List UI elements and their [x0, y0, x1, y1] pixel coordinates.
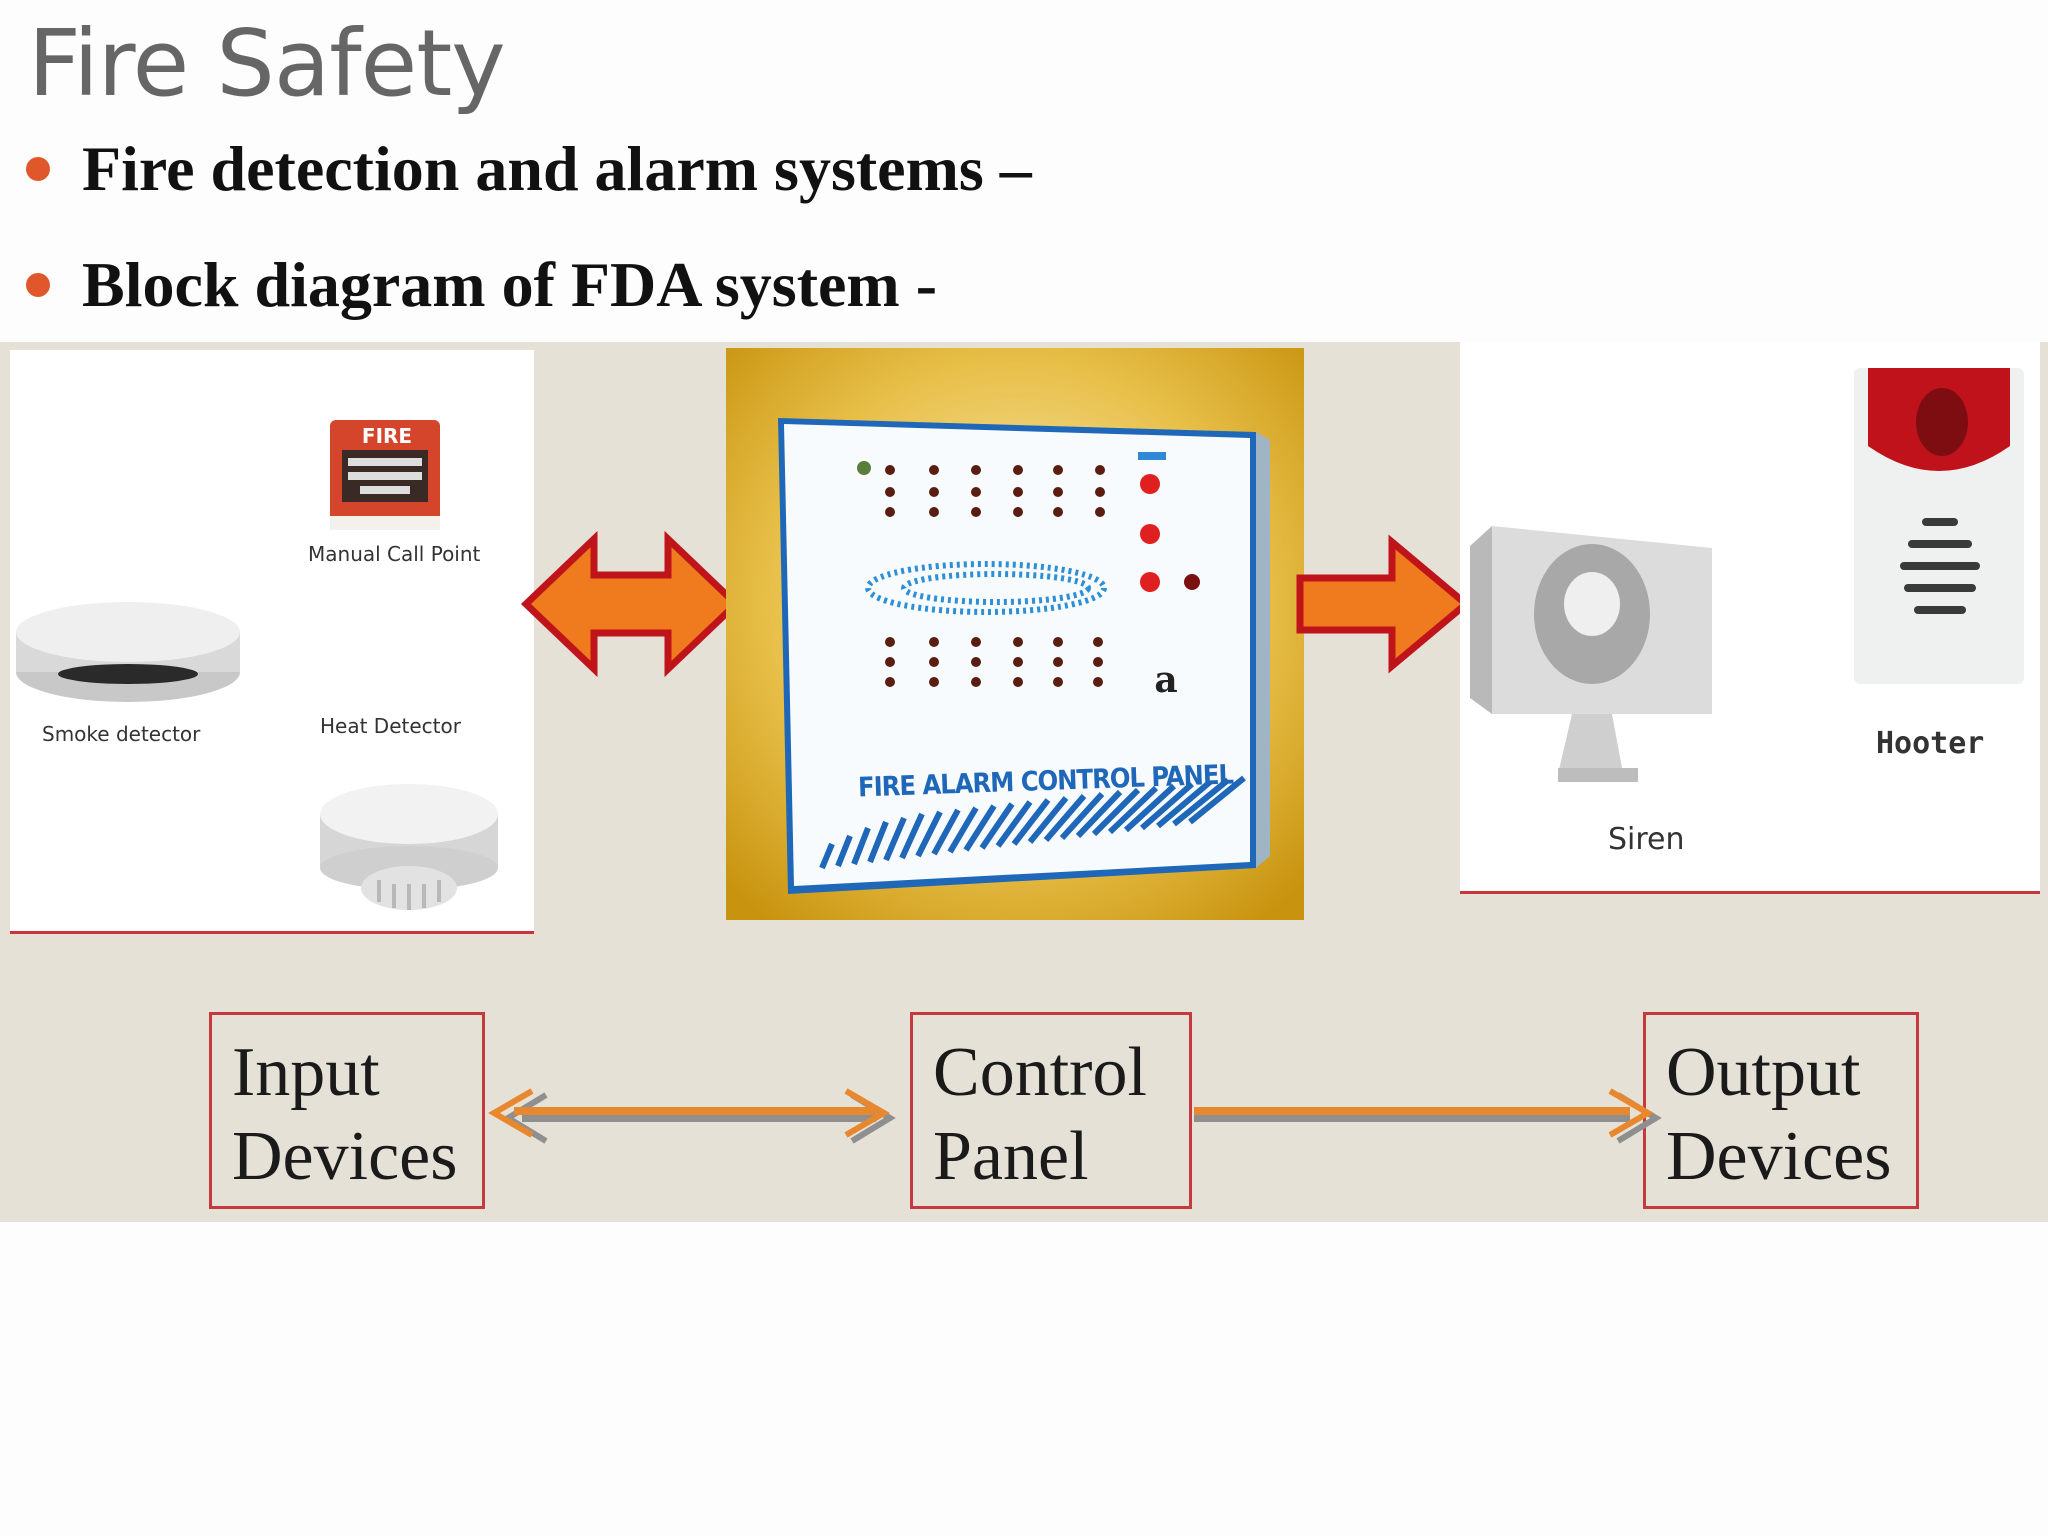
siren-icon — [1470, 526, 1712, 782]
bullet-item-2: Block diagram of FDA system - — [26, 248, 937, 322]
bullet-dot-icon — [26, 273, 50, 298]
bullet-text-1: Fire detection and alarm systems – — [82, 133, 1032, 204]
input-block-line-1: Input — [232, 1034, 380, 1111]
output-devices-block: Output Devices — [1643, 1012, 1919, 1209]
fire-alarm-control-panel-image: a — [726, 348, 1304, 920]
input-control-connector-arrow — [488, 1088, 896, 1144]
control-block-line-2: Panel — [933, 1118, 1089, 1195]
hooter-icon — [1854, 368, 2024, 684]
control-block-line-1: Control — [933, 1034, 1147, 1111]
output-block-line-2: Devices — [1666, 1118, 1892, 1195]
manual-call-point-sign: FIRE — [361, 424, 413, 448]
output-image-underline — [1460, 891, 2040, 894]
svg-text:a: a — [1154, 659, 1177, 701]
output-block-line-1: Output — [1666, 1034, 1861, 1111]
manual-call-point-icon — [330, 420, 440, 530]
siren-label: Siren — [1608, 822, 1685, 857]
hooter-label: Hooter — [1876, 726, 1985, 761]
bidirectional-arrow-icon — [520, 530, 742, 678]
smoke-detector-icon — [16, 602, 240, 702]
input-image-underline — [10, 931, 534, 934]
control-panel-block: Control Panel — [910, 1012, 1192, 1209]
bullet-item-1: Fire detection and alarm systems – — [26, 132, 1032, 206]
bullet-text-2: Block diagram of FDA system - — [82, 249, 938, 320]
smoke-detector-label: Smoke detector — [42, 722, 201, 746]
slide-title: Fire Safety — [28, 10, 506, 117]
input-devices-block: Input Devices — [209, 1012, 485, 1209]
input-block-line-2: Devices — [232, 1118, 458, 1195]
heat-detector-label: Heat Detector — [320, 714, 461, 738]
heat-detector-icon — [320, 784, 498, 910]
right-arrow-icon — [1296, 534, 1472, 674]
manual-call-point-label: Manual Call Point — [308, 542, 481, 566]
control-output-connector-arrow — [1194, 1088, 1662, 1144]
bullet-dot-icon — [26, 157, 50, 182]
